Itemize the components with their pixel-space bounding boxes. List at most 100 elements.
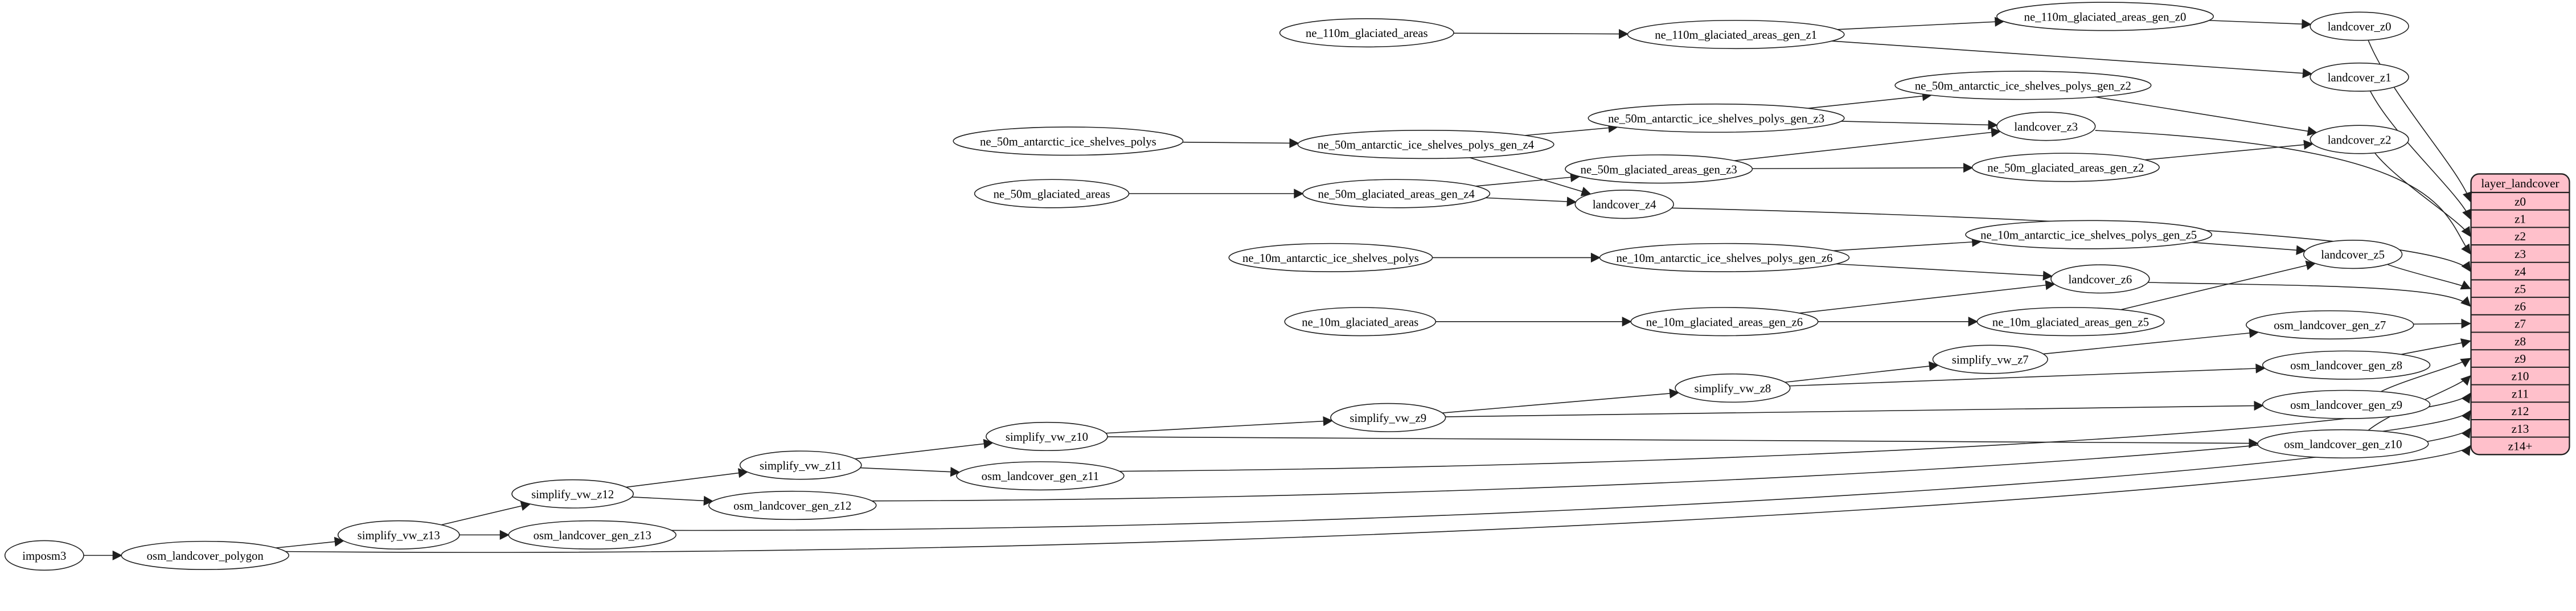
- edge-ne_50m_glaciated_areas_gen_z4--landcover_z4: [1486, 196, 1577, 207]
- node-ne_50m_antarctic_ice_shelves_polys: ne_50m_antarctic_ice_shelves_polys: [953, 126, 1184, 156]
- node-label-landcover_z1: landcover_z1: [2328, 72, 2392, 84]
- node-shape-ne_50m_antarctic_ice_shelves_polys_gen_z2: [1894, 71, 2152, 100]
- node-label-osm_landcover_gen_z10: osm_landcover_gen_z10: [2284, 438, 2402, 451]
- edge-osm_landcover_gen_z13--layer_landcover-z13: [671, 427, 2471, 531]
- node-shape-imposm3: [4, 540, 84, 571]
- edge-ne_50m_antarctic_ice_shelves_polys_gen_z3--ne_50m_antarctic_ice_shelves_polys_gen_z2: [1808, 91, 1933, 109]
- edge-ne_110m_glaciated_areas_gen_z0--landcover_z0: [2209, 19, 2312, 29]
- edge-ne_50m_antarctic_ice_shelves_polys_gen_z3--landcover_z3: [1841, 120, 1998, 130]
- table-row-z1: z1: [2515, 212, 2526, 226]
- node-simplify_vw_z7: simplify_vw_z7: [1932, 345, 2048, 374]
- node-label-simplify_vw_z11: simplify_vw_z11: [760, 460, 842, 472]
- node-shape-ne_50m_antarctic_ice_shelves_polys: [953, 126, 1184, 156]
- node-label-landcover_z4: landcover_z4: [1593, 199, 1656, 211]
- node-label-osm_landcover_gen_z13: osm_landcover_gen_z13: [534, 530, 651, 542]
- node-label-imposm3: imposm3: [22, 550, 66, 563]
- table-row-z8: z8: [2515, 334, 2526, 348]
- table-row-z10: z10: [2512, 370, 2529, 383]
- node-shape-osm_landcover_gen_z13: [508, 520, 676, 550]
- node-label-ne_110m_glaciated_areas: ne_110m_glaciated_areas: [1306, 27, 1428, 40]
- table-row-z11: z11: [2512, 387, 2529, 400]
- node-shape-simplify_vw_z11: [739, 450, 862, 480]
- node-ne_50m_antarctic_ice_shelves_polys_gen_z3: ne_50m_antarctic_ice_shelves_polys_gen_z…: [1588, 103, 1845, 133]
- node-osm_landcover_gen_z9: osm_landcover_gen_z9: [2262, 389, 2431, 419]
- node-ne_50m_glaciated_areas_gen_z3: ne_50m_glaciated_areas_gen_z3: [1565, 154, 1753, 184]
- edge-simplify_vw_z8--simplify_vw_z7: [1785, 361, 1939, 383]
- edge-ne_50m_glaciated_areas_gen_z2--landcover_z2: [2144, 140, 2314, 161]
- edge-simplify_vw_z10--osm_landcover_gen_z10: [1107, 436, 2259, 449]
- node-landcover_z3: landcover_z3: [1996, 112, 2096, 141]
- node-label-landcover_z3: landcover_z3: [2014, 121, 2078, 133]
- node-label-osm_landcover_gen_z11: osm_landcover_gen_z11: [982, 470, 1100, 483]
- node-label-simplify_vw_z9: simplify_vw_z9: [1349, 412, 1426, 425]
- node-shape-osm_landcover_gen_z11: [956, 461, 1125, 491]
- edge-landcover_z6--layer_landcover-z6: [2148, 282, 2471, 307]
- node-label-ne_50m_glaciated_areas_gen_z3: ne_50m_glaciated_areas_gen_z3: [1581, 163, 1737, 176]
- edge-ne_50m_antarctic_ice_shelves_polys_gen_z4--ne_50m_antarctic_ice_shelves_polys_gen_z3: [1524, 122, 1618, 136]
- node-landcover_z2: landcover_z2: [2310, 125, 2409, 154]
- node-label-ne_10m_antarctic_ice_shelves_polys_gen_z6: ne_10m_antarctic_ice_shelves_polys_gen_z…: [1616, 252, 1832, 265]
- edge-landcover_z3--layer_landcover-z3: [2095, 130, 2471, 255]
- node-osm_landcover_gen_z7: osm_landcover_gen_z7: [2246, 310, 2414, 340]
- edge-ne_10m_glaciated_areas_gen_z5--landcover_z5: [2120, 260, 2316, 310]
- node-shape-simplify_vw_z13: [337, 520, 460, 550]
- edge-simplify_vw_z13--simplify_vw_z12: [441, 501, 531, 526]
- node-simplify_vw_z12: simplify_vw_z12: [511, 479, 634, 509]
- node-label-ne_110m_glaciated_areas_gen_z1: ne_110m_glaciated_areas_gen_z1: [1655, 29, 1817, 42]
- node-label-simplify_vw_z13: simplify_vw_z13: [358, 530, 440, 542]
- node-landcover_z0: landcover_z0: [2310, 11, 2409, 41]
- node-label-osm_landcover_gen_z9: osm_landcover_gen_z9: [2290, 399, 2402, 412]
- node-landcover_z5: landcover_z5: [2303, 240, 2403, 269]
- node-shape-landcover_z5: [2303, 240, 2403, 269]
- table-row-z5: z5: [2515, 282, 2526, 296]
- node-ne_50m_antarctic_ice_shelves_polys_gen_z4: ne_50m_antarctic_ice_shelves_polys_gen_z…: [1297, 130, 1554, 159]
- node-label-osm_landcover_gen_z8: osm_landcover_gen_z8: [2290, 360, 2402, 372]
- node-landcover_z4: landcover_z4: [1574, 190, 1674, 219]
- node-shape-ne_50m_antarctic_ice_shelves_polys_gen_z3: [1588, 103, 1845, 133]
- table-row-z0: z0: [2515, 195, 2526, 208]
- node-ne_110m_glaciated_areas_gen_z0: ne_110m_glaciated_areas_gen_z0: [1996, 2, 2214, 31]
- table-row-z3: z3: [2515, 247, 2526, 261]
- node-ne_10m_antarctic_ice_shelves_polys_gen_z6: ne_10m_antarctic_ice_shelves_polys_gen_z…: [1599, 243, 1850, 272]
- node-ne_110m_glaciated_areas_gen_z1: ne_110m_glaciated_areas_gen_z1: [1627, 19, 1845, 50]
- node-simplify_vw_z9: simplify_vw_z9: [1330, 403, 1446, 432]
- edge-simplify_vw_z9--simplify_vw_z8: [1442, 388, 1680, 413]
- node-imposm3: imposm3: [4, 540, 84, 571]
- node-label-ne_50m_antarctic_ice_shelves_polys_gen_z2: ne_50m_antarctic_ice_shelves_polys_gen_z…: [1915, 80, 2131, 92]
- table-row-z13: z13: [2512, 422, 2529, 436]
- node-shape-ne_50m_glaciated_areas_gen_z4: [1302, 179, 1491, 208]
- node-label-ne_50m_glaciated_areas_gen_z4: ne_50m_glaciated_areas_gen_z4: [1318, 188, 1475, 201]
- node-landcover_z6: landcover_z6: [2050, 264, 2150, 294]
- edge-simplify_vw_z7--osm_landcover_gen_z7: [2043, 328, 2259, 355]
- node-shape-osm_landcover_gen_z9: [2262, 389, 2431, 419]
- table-row-z12: z12: [2512, 404, 2529, 418]
- node-shape-ne_10m_antarctic_ice_shelves_polys_gen_z5: [1965, 220, 2213, 249]
- edge-ne_110m_glaciated_areas_gen_z1--landcover_z1: [1831, 40, 2313, 79]
- edge-landcover_z0--layer_landcover-z0: [2368, 40, 2472, 202]
- node-shape-osm_landcover_gen_z7: [2246, 310, 2414, 340]
- node-shape-simplify_vw_z8: [1675, 373, 1791, 403]
- node-label-simplify_vw_z10: simplify_vw_z10: [1006, 431, 1088, 444]
- nodes-layer: imposm3 osm_landcover_polygon simplify_vw_…: [4, 2, 2431, 571]
- node-shape-osm_landcover_polygon: [121, 540, 289, 570]
- node-label-ne_50m_antarctic_ice_shelves_polys: ne_50m_antarctic_ice_shelves_polys: [980, 136, 1156, 148]
- edge-osm_landcover_gen_z7--layer_landcover-z7: [2413, 318, 2471, 329]
- edge-ne_50m_glaciated_areas_gen_z3--ne_50m_glaciated_areas_gen_z2: [1752, 162, 1974, 173]
- edge-simplify_vw_z8--osm_landcover_gen_z8: [1789, 363, 2266, 387]
- edge-simplify_vw_z11--simplify_vw_z10: [855, 438, 994, 460]
- node-shape-landcover_z0: [2310, 11, 2409, 41]
- node-label-landcover_z0: landcover_z0: [2328, 21, 2392, 34]
- node-label-simplify_vw_z8: simplify_vw_z8: [1695, 383, 1771, 395]
- edges-layer: [83, 17, 2472, 561]
- table-row-z9: z9: [2515, 352, 2526, 366]
- node-ne_50m_glaciated_areas: ne_50m_glaciated_areas: [974, 179, 1130, 208]
- node-label-osm_landcover_polygon: osm_landcover_polygon: [147, 550, 264, 563]
- node-label-ne_10m_glaciated_areas: ne_10m_glaciated_areas: [1302, 316, 1418, 329]
- edge-simplify_vw_z10--simplify_vw_z9: [1106, 416, 1334, 434]
- node-shape-ne_110m_glaciated_areas_gen_z0: [1996, 2, 2214, 31]
- node-shape-osm_landcover_gen_z10: [2257, 429, 2429, 459]
- node-shape-ne_50m_glaciated_areas: [974, 179, 1130, 208]
- edge-ne_50m_glaciated_areas_gen_z4--ne_50m_glaciated_areas_gen_z3: [1475, 172, 1581, 187]
- node-shape-simplify_vw_z10: [986, 421, 1108, 452]
